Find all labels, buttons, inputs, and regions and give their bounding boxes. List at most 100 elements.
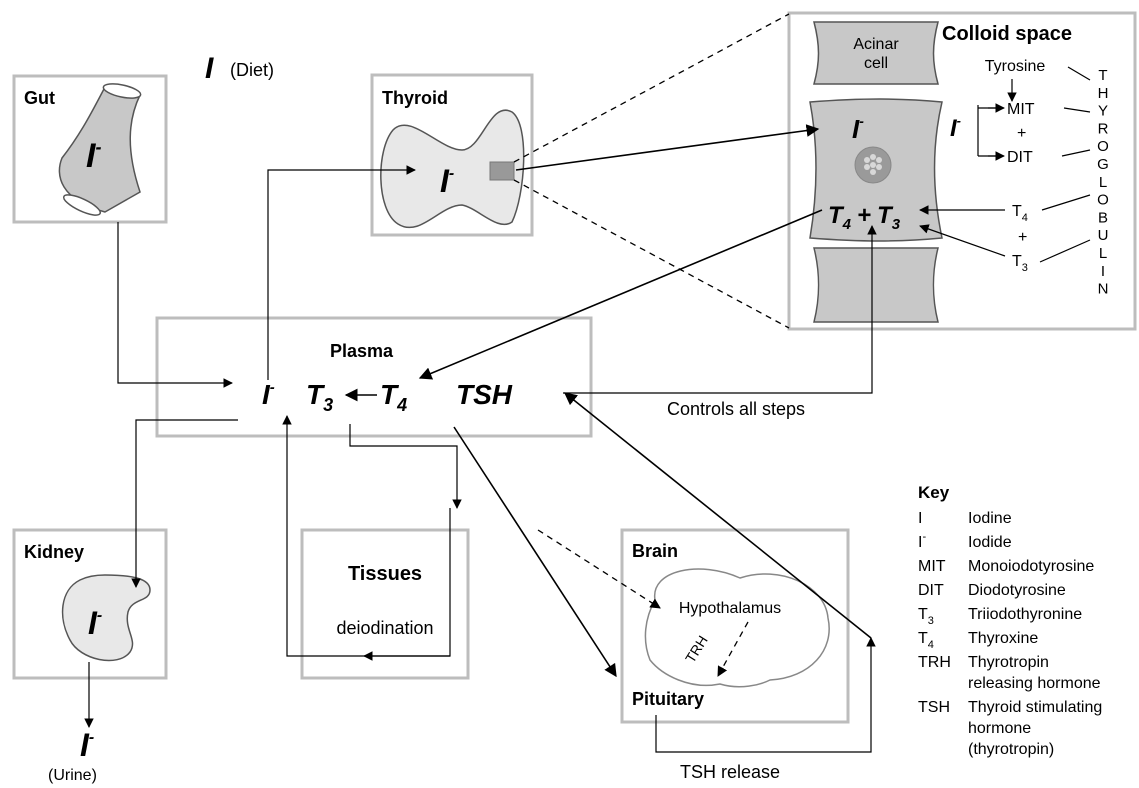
key-desc: Diodotyrosine [968, 582, 1066, 599]
gut-label: Gut [24, 88, 55, 108]
key-desc: hormone [968, 720, 1031, 737]
key-desc: releasing hormone [968, 675, 1101, 692]
acinar-cell-bottom [813, 247, 939, 323]
key-desc: Monoiodotyrosine [968, 558, 1094, 575]
cell-t4-t3: T4+T3 [828, 202, 901, 233]
kidney-shape [61, 574, 151, 662]
thyroglobulin-letter: L [1099, 245, 1107, 262]
thyroid-iodide: I- [440, 163, 454, 199]
thyroglobulin-letter: N [1098, 281, 1109, 298]
thyroid-box [370, 73, 534, 237]
mit-dit-plus: + [1017, 125, 1026, 142]
plasma-to-thyroid-arrow [267, 165, 416, 380]
plasma-t4: T4 [380, 379, 407, 415]
controls-label: Controls all steps [667, 399, 805, 419]
brain-outline [644, 568, 830, 688]
key-abbr: MIT [918, 558, 946, 575]
thyroglobulin-letter: I [1101, 263, 1105, 280]
nucleus-dots [864, 154, 882, 175]
gut-to-plasma-arrow [117, 222, 233, 388]
thyroglobulin-letter: U [1098, 227, 1109, 244]
key-desc: Thyrotropin [968, 654, 1049, 671]
mit-label: MIT [1007, 101, 1035, 118]
plasma-t3: T3 [306, 379, 333, 415]
key-desc: (thyrotropin) [968, 741, 1054, 758]
dit-label: DIT [1007, 149, 1033, 166]
colloid-plus: + [1018, 229, 1027, 246]
colloid-iodide: I- [950, 113, 961, 142]
key-abbr: T4 [918, 630, 934, 651]
colloid-iodide-cell: I- [852, 113, 864, 144]
thyroglobulin-letter: L [1099, 174, 1107, 191]
thyroglobulin-letter: Y [1098, 103, 1108, 120]
key-desc: Triiodothyronine [968, 606, 1082, 623]
acinar-label-1: Acinar [853, 36, 899, 53]
zoom-line-bottom [513, 179, 790, 329]
gut-box [12, 74, 168, 224]
key-abbr: DIT [918, 582, 944, 599]
zoom-line-top [513, 13, 790, 163]
key-desc: Thyroxine [968, 630, 1038, 647]
diet-iodine-symbol: I [205, 52, 214, 85]
key-desc: Iodide [968, 534, 1012, 551]
plasma-to-kidney-arrow [131, 419, 238, 588]
cell-to-plasma-arrow [418, 209, 823, 380]
hypothalamus-label: Hypothalamus [679, 600, 781, 617]
thyroglobulin-letter: O [1097, 192, 1109, 209]
iodide-branch [977, 105, 998, 157]
plasma-to-tissues-arrow [349, 424, 462, 509]
t3-to-cell-arrow [919, 224, 1006, 257]
pituitary-label: Pituitary [632, 689, 704, 709]
thyroglobulin-connectors [1039, 66, 1091, 263]
acinar-cell-top [813, 21, 939, 85]
thyroid-label: Thyroid [382, 88, 448, 108]
diet-label: (Diet) [230, 60, 274, 80]
tsh-release-arrow-path [655, 637, 876, 753]
key-abbr: TRH [918, 654, 951, 671]
colloid-box [787, 11, 1137, 331]
key-abbr: I [918, 510, 922, 527]
tsh-controls-arrow [563, 225, 877, 394]
key-title: Key [918, 483, 950, 502]
acinar-label-2: cell [864, 55, 888, 72]
tissues-label: Tissues [348, 563, 422, 585]
thyroglobulin-letter: T [1098, 67, 1107, 84]
tsh-to-hypothalamus-arrow [537, 529, 661, 609]
tsh-to-plasma-arrow [564, 392, 872, 639]
thyroid-gland [380, 109, 525, 229]
key-desc: Thyroid stimulating [968, 699, 1102, 716]
key-abbr: TSH [918, 699, 950, 716]
thyroid-to-cell-arrow [515, 124, 820, 171]
gut-tube [58, 83, 142, 216]
thyroglobulin-letter: B [1098, 209, 1108, 226]
tissues-sublabel: deiodination [336, 618, 433, 638]
key-abbr: I- [918, 531, 926, 551]
colloid-t4: T4 [1012, 203, 1028, 224]
thyroid-sample-square [489, 161, 515, 181]
kidney-iodide: I- [88, 605, 102, 641]
thyroglobulin-letter: G [1097, 156, 1109, 173]
kidney-label: Kidney [24, 542, 84, 562]
colloid-t3: T3 [1012, 253, 1028, 274]
tsh-to-pituitary-arrow [453, 426, 617, 678]
tissues-box [300, 528, 470, 680]
thyroglobulin-letter: H [1098, 85, 1109, 102]
urine-iodide: I- [80, 727, 94, 763]
plasma-tsh: TSH [456, 379, 513, 410]
gut-iodide: I- [86, 137, 101, 175]
urine-label: (Urine) [48, 767, 97, 784]
brain-label: Brain [632, 541, 678, 561]
plasma-box [155, 316, 593, 438]
colloid-title: Colloid space [942, 23, 1072, 45]
key-desc: Iodine [968, 510, 1012, 527]
thyroglobulin-letter: R [1098, 120, 1109, 137]
plasma-iodide: I- [262, 379, 275, 410]
key-abbr: T3 [918, 606, 934, 627]
kidney-box [12, 528, 168, 680]
plasma-label: Plasma [330, 341, 394, 361]
thyroglobulin-letter: O [1097, 138, 1109, 155]
tyrosine-label: Tyrosine [985, 58, 1046, 75]
